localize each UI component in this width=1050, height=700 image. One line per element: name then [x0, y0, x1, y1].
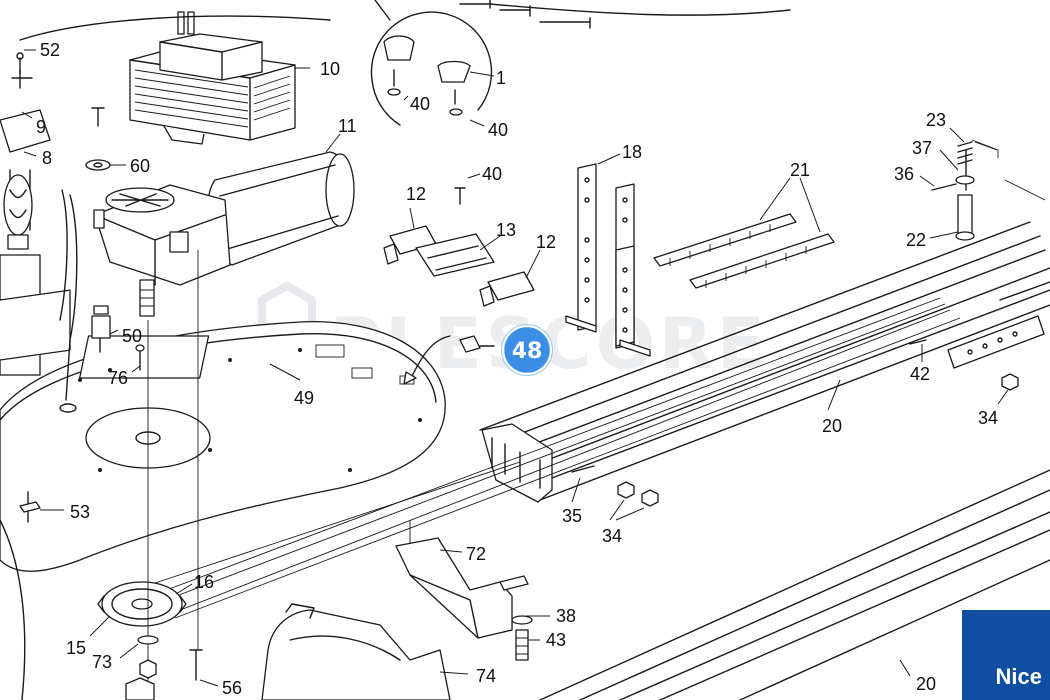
- callout-20-lower: 20: [916, 674, 936, 694]
- callout-40-left: 40: [410, 94, 430, 114]
- callout-72: 72: [466, 544, 486, 564]
- callout-9: 9: [36, 117, 46, 137]
- callout-42: 42: [910, 364, 930, 384]
- callout-15: 15: [66, 638, 86, 658]
- callout-23: 23: [926, 110, 946, 130]
- mounting-brackets-18: [565, 163, 651, 357]
- callout-76: 76: [108, 368, 128, 388]
- housing-edge: [0, 519, 26, 700]
- leader-lines: [21, 49, 1009, 687]
- release-pin-assembly: [931, 139, 1046, 241]
- drive-belt: [139, 297, 961, 619]
- inset-detail-circle: [370, 0, 493, 126]
- highlight-badge-48[interactable]: 48: [501, 324, 553, 376]
- cover-shell-74: [261, 603, 451, 700]
- transformer: [129, 11, 296, 145]
- drive-sprocket: [97, 250, 203, 700]
- brand-logo-box: Nice: [962, 610, 1050, 700]
- support-bracket-72: [395, 520, 529, 639]
- callout-40-right: 40: [488, 120, 508, 140]
- bolt-washer-38-43: [511, 615, 533, 661]
- wire-terminals: [459, 0, 791, 29]
- housing-top-curve: [19, 15, 331, 41]
- rail-lower: [539, 469, 1050, 700]
- base-plate: [0, 321, 446, 572]
- callout-13: 13: [496, 220, 516, 240]
- callout-56: 56: [222, 678, 242, 698]
- callout-53: 53: [70, 502, 90, 522]
- callout-18: 18: [622, 142, 642, 162]
- callout-20-upper: 20: [822, 416, 842, 436]
- callout-40-switch: 40: [482, 164, 502, 184]
- callout-labels: 52 9 8 10 11 60 40 40 1 40 12 13 12 18 2…: [36, 40, 998, 698]
- callout-16: 16: [194, 572, 214, 592]
- callout-21: 21: [790, 160, 810, 180]
- callout-11: 11: [338, 116, 357, 136]
- gear-motor: [59, 151, 355, 401]
- callout-1: 1: [496, 68, 506, 88]
- control-board: [0, 52, 71, 376]
- carriage-plate: [909, 315, 1045, 391]
- highlight-badge-label: 48: [512, 339, 543, 364]
- callout-52: 52: [40, 40, 60, 60]
- small-parts-50-76-53: [19, 305, 145, 523]
- callout-36: 36: [894, 164, 914, 184]
- callout-35: 35: [562, 506, 582, 526]
- rack-combs-21: [653, 213, 835, 289]
- callout-34-carriage: 34: [978, 408, 998, 428]
- brand-logo: Nice: [995, 664, 1042, 689]
- callout-22: 22: [906, 230, 926, 250]
- callout-49: 49: [294, 388, 314, 408]
- screw-washer-60: [85, 107, 111, 171]
- highlight-arrow: [403, 335, 495, 385]
- callout-50: 50: [122, 326, 142, 346]
- callout-60: 60: [130, 156, 150, 176]
- limit-switches: [383, 187, 535, 307]
- callout-43: 43: [546, 630, 566, 650]
- callout-10: 10: [320, 59, 340, 79]
- callout-12-right: 12: [536, 232, 556, 252]
- callout-37: 37: [912, 138, 932, 158]
- callout-8: 8: [42, 148, 52, 168]
- callout-73: 73: [92, 652, 112, 672]
- callout-34-nuts: 34: [602, 526, 622, 546]
- callout-12-left: 12: [406, 184, 426, 204]
- callout-74: 74: [476, 666, 496, 686]
- nuts-35-34: [571, 465, 659, 507]
- callout-38: 38: [556, 606, 576, 626]
